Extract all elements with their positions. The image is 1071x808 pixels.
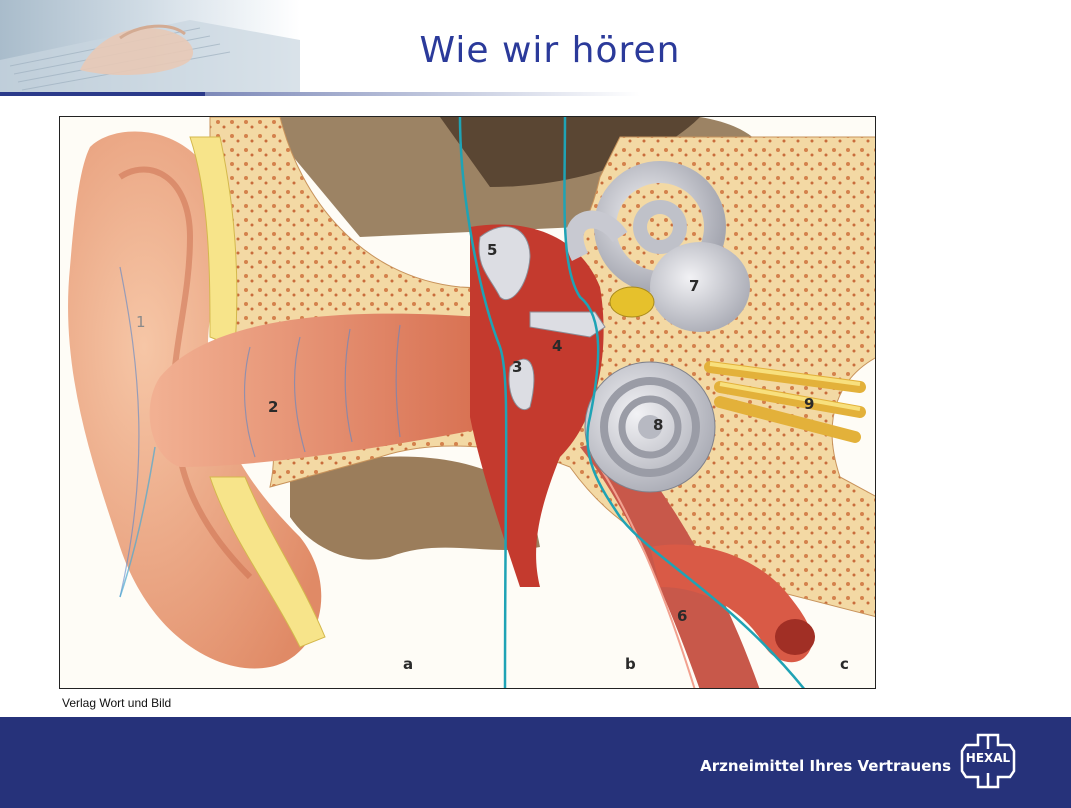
label-4: 4 bbox=[552, 337, 562, 355]
label-7: 7 bbox=[689, 277, 699, 295]
header-rule bbox=[0, 92, 640, 96]
label-2: 2 bbox=[268, 398, 278, 416]
ear-anatomy-figure: 1 2 3 4 5 6 7 8 9 a b c bbox=[59, 116, 876, 689]
label-c: c bbox=[840, 655, 849, 673]
label-1: 1 bbox=[136, 313, 146, 331]
image-credit: Verlag Wort und Bild bbox=[62, 696, 171, 710]
label-b: b bbox=[625, 655, 636, 673]
label-8: 8 bbox=[653, 416, 663, 434]
slide-title: Wie wir hören bbox=[300, 30, 800, 71]
ear-anatomy-illustration bbox=[60, 117, 876, 689]
label-3: 3 bbox=[512, 358, 522, 376]
footer-band: Arzneimittel Ihres Vertrauens bbox=[0, 717, 1071, 808]
label-9: 9 bbox=[804, 395, 814, 413]
hexal-logo-text: HEXAL bbox=[958, 751, 1018, 765]
header-photo bbox=[0, 0, 300, 96]
label-5: 5 bbox=[487, 241, 497, 259]
label-6: 6 bbox=[677, 607, 687, 625]
label-a: a bbox=[403, 655, 413, 673]
footer-claim: Arzneimittel Ihres Vertrauens bbox=[700, 757, 951, 775]
keyboard-hand-image bbox=[0, 0, 300, 96]
